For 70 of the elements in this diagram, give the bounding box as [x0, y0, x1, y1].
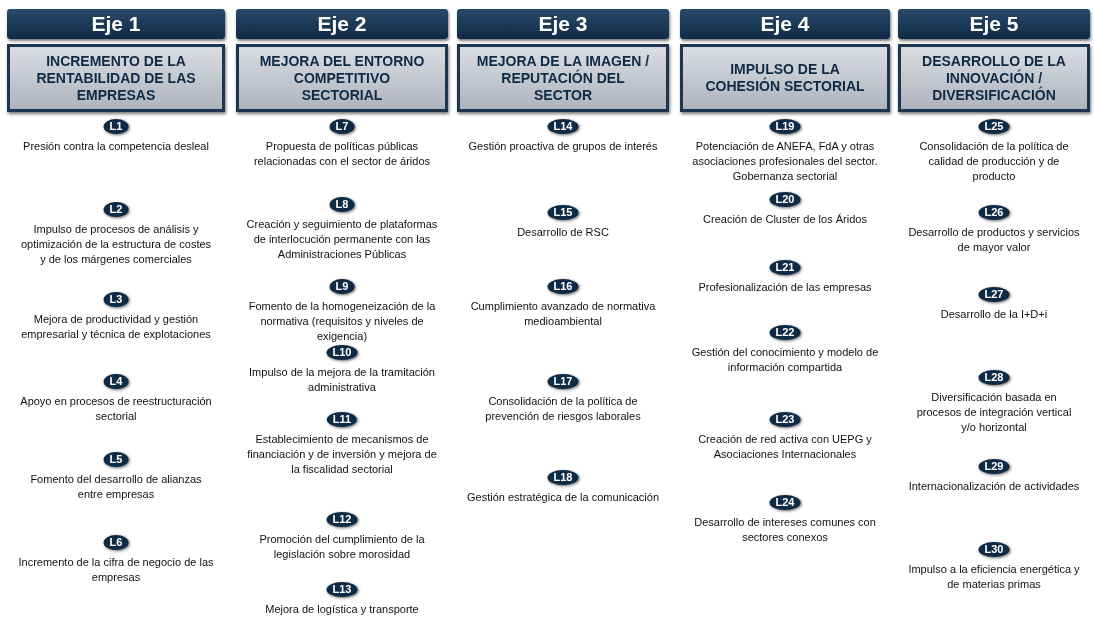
line-code-badge: L15: [547, 205, 579, 220]
line-code-badge: L10: [326, 345, 358, 360]
line-code-badge: L19: [769, 119, 801, 134]
line-code-badge: L25: [978, 119, 1010, 134]
description-text: Desarrollo de intereses comunes con sectores conexos: [693, 515, 877, 545]
description-text: Impulso de la mejora de la tramitación administrativa: [248, 365, 436, 395]
description-text: Internacionalización de actividades: [908, 479, 1080, 494]
description-text: Consolidación de la política de calidad de producción y de producto: [918, 139, 1070, 184]
description-text: Promoción del cumplimiento de la legislación sobre morosidad: [258, 532, 426, 562]
line-code-badge: L6: [103, 535, 129, 550]
axis-title-panel: INCREMENTO DE LA RENTABILIDAD DE LAS EMPRESAS: [7, 44, 225, 112]
description-text: Cumplimiento avanzado de normativa medioambiental: [469, 299, 657, 329]
line-code-badge: L3: [103, 292, 129, 307]
description-text: Fomento de la homogeneización de la normativa (requisitos y niveles de exigencia): [247, 299, 437, 344]
line-code-badge: L30: [978, 542, 1010, 557]
axis-title-panel: MEJORA DEL ENTORNO COMPETITIVO SECTORIAL: [236, 44, 448, 112]
axis-title-panel: DESARROLLO DE LA INNOVACIÓN / DIVERSIFICACIÓN: [898, 44, 1090, 112]
description-text: Impulso de procesos de análisis y optimización de la estructura de costes y de los márgenes comerciales: [19, 222, 213, 267]
axis-header: Eje 2: [236, 9, 448, 39]
line-code-badge: L16: [547, 279, 579, 294]
description-text: Gestión estratégica de la comunicación: [467, 490, 659, 505]
line-code-badge: L20: [769, 192, 801, 207]
line-code-badge: L5: [103, 452, 129, 467]
description-text: Creación de Cluster de los Áridos: [702, 212, 868, 227]
description-text: Creación y seguimiento de plataformas de interlocución permanente con las Administraciones Públicas: [246, 217, 438, 262]
axis-title-panel: MEJORA DE LA IMAGEN / REPUTACIÓN DEL SECTOR: [457, 44, 669, 112]
axis-header: Eje 3: [457, 9, 669, 39]
description-text: Impulso a la eficiencia energética y de materias primas: [908, 562, 1080, 592]
axis-header: Eje 5: [898, 9, 1090, 39]
description-text: Propuesta de políticas públicas relacionadas con el sector de áridos: [252, 139, 432, 169]
description-text: Potenciación de ANEFA, FdA y otras asociaciones profesionales del sector. Gobernanza sectorial: [691, 139, 879, 184]
line-code-badge: L13: [326, 582, 358, 597]
description-text: Desarrollo de RSC: [516, 225, 610, 240]
line-code-badge: L28: [978, 370, 1010, 385]
line-code-badge: L27: [978, 287, 1010, 302]
line-code-badge: L7: [329, 119, 355, 134]
line-code-badge: L18: [547, 470, 579, 485]
line-code-badge: L11: [326, 412, 358, 427]
line-code-badge: L8: [329, 197, 355, 212]
line-code-badge: L21: [769, 260, 801, 275]
axis-header: Eje 1: [7, 9, 225, 39]
description-text: Creación de red activa con UEPG y Asociaciones Internacionales: [697, 432, 873, 462]
description-text: Incremento de la cifra de negocio de las empresas: [17, 555, 215, 585]
description-text: Gestión del conocimiento y modelo de información compartida: [690, 345, 880, 375]
line-code-badge: L4: [103, 374, 129, 389]
description-text: Desarrollo de la I+D+i: [939, 307, 1049, 322]
line-code-badge: L17: [547, 374, 579, 389]
description-text: Establecimiento de mecanismos de financiación y de inversión y mejora de la fiscalidad sectorial: [246, 432, 438, 477]
description-text: Fomento del desarrollo de alianzas entre empresas: [29, 472, 203, 502]
description-text: Profesionalización de las empresas: [697, 280, 873, 295]
axis-header: Eje 4: [680, 9, 890, 39]
line-code-badge: L1: [103, 119, 129, 134]
description-text: Presión contra la competencia desleal: [22, 139, 210, 154]
line-code-badge: L26: [978, 205, 1010, 220]
description-text: Mejora de productividad y gestión empresarial y técnica de explotaciones: [20, 312, 212, 342]
axis-title-panel: IMPULSO DE LA COHESIÓN SECTORIAL: [680, 44, 890, 112]
line-code-badge: L2: [103, 202, 129, 217]
description-text: Diversificación basada en procesos de integración vertical y/o horizontal: [915, 390, 1073, 435]
description-text: Consolidación de la política de prevención de riesgos laborales: [484, 394, 642, 424]
description-text: Apoyo en procesos de reestructuración sectorial: [19, 394, 213, 424]
line-code-badge: L24: [769, 495, 801, 510]
description-text: Mejora de logística y transporte: [264, 602, 420, 617]
line-code-badge: L12: [326, 512, 358, 527]
description-text: Gestión proactiva de grupos de interés: [467, 139, 659, 154]
line-code-badge: L14: [547, 119, 579, 134]
line-code-badge: L23: [769, 412, 801, 427]
description-text: Desarrollo de productos y servicios de mayor valor: [908, 225, 1080, 255]
line-code-badge: L22: [769, 325, 801, 340]
line-code-badge: L9: [329, 279, 355, 294]
line-code-badge: L29: [978, 459, 1010, 474]
